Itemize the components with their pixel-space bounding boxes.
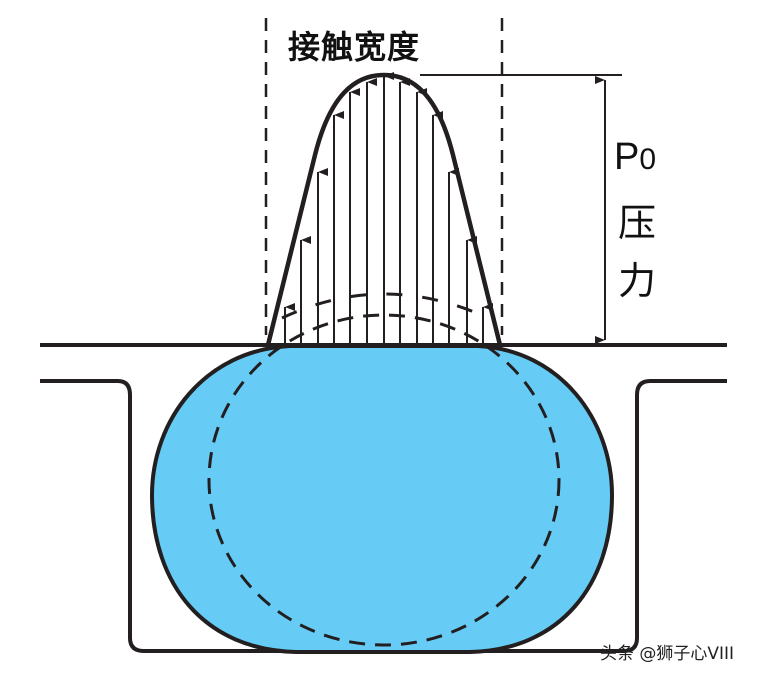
- pressure-label-char-2: 力: [618, 259, 657, 303]
- contact-width-label: 接触宽度: [288, 28, 421, 66]
- pressure-dashed-arc: [281, 292, 489, 320]
- tire-body: [149, 344, 615, 654]
- watermark: 头条 @狮子心VIII: [600, 644, 735, 664]
- pressure-arrows: [284, 72, 493, 345]
- pressure-label-char-1: 压: [618, 201, 657, 245]
- p0-label: P0: [614, 136, 656, 179]
- p0-subscript: 0: [639, 143, 657, 176]
- p0-symbol: P: [614, 136, 640, 178]
- pressure-distribution-curve: [265, 72, 503, 346]
- undeformed-tire-outline: [207, 313, 561, 647]
